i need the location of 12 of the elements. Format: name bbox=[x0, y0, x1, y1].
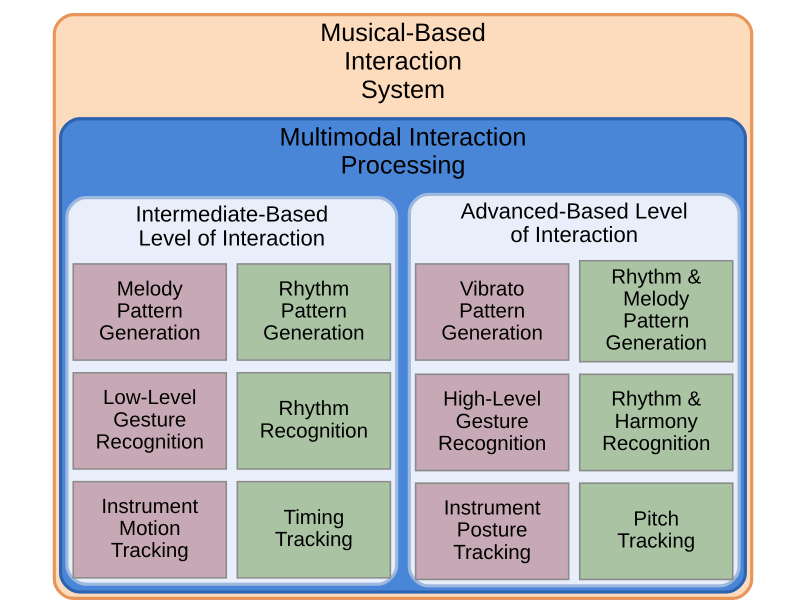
node-box: Pitch Tracking bbox=[578, 482, 734, 580]
node-box: Rhythm & Harmony Recognition bbox=[578, 374, 734, 472]
node-box: Melody Pattern Generation bbox=[72, 263, 228, 361]
node-box: Timing Tracking bbox=[236, 480, 392, 579]
node-box: Low-Level Gesture Recognition bbox=[72, 372, 228, 470]
node-box: Rhythm & Melody Pattern Generation bbox=[578, 260, 734, 363]
node-box: Instrument Posture Tracking bbox=[414, 482, 570, 580]
node-box: High-Level Gesture Recognition bbox=[414, 374, 570, 472]
node-box: Rhythm Recognition bbox=[236, 372, 392, 470]
node-box: Vibrato Pattern Generation bbox=[414, 263, 570, 361]
node-box: Rhythm Pattern Generation bbox=[236, 263, 392, 361]
node-box: Instrument Motion Tracking bbox=[72, 480, 228, 579]
